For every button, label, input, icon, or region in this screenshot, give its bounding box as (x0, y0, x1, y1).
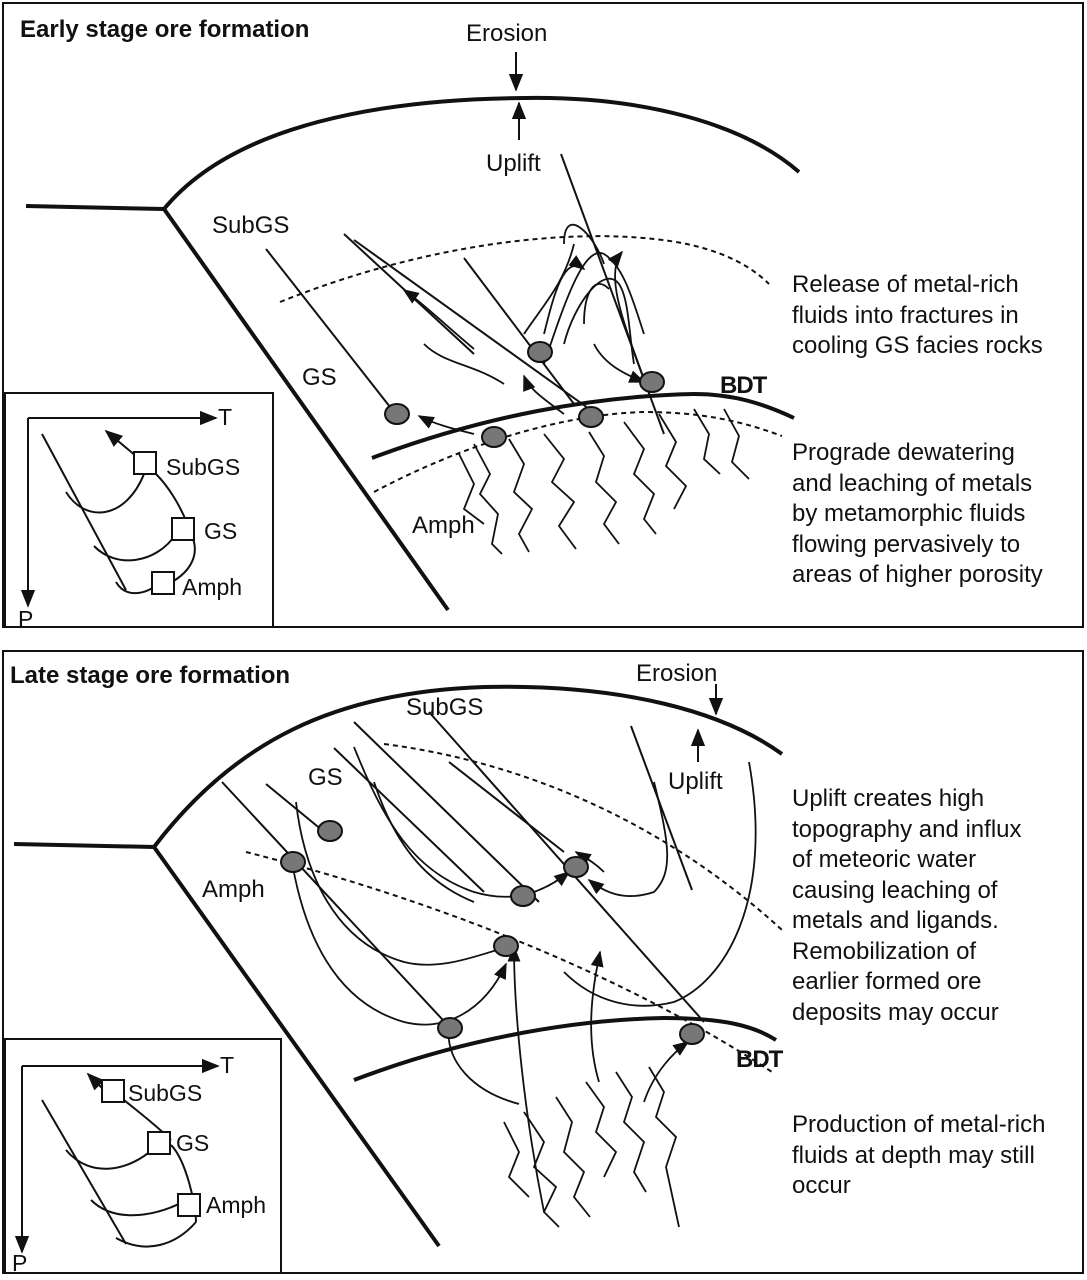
isograd-subgs-gs (383, 743, 783, 931)
text-line: earlier formed ore (792, 968, 982, 995)
deep-fluid-pathways (503, 1066, 680, 1228)
early-description-release: Release of metal-rich fluids into fractu… (792, 270, 1043, 362)
text-line: fluids at depth may still (792, 1141, 1035, 1169)
t-axis-label: T (220, 1052, 235, 1078)
early-pt-inset: T P SubGS GS Amph (4, 392, 274, 628)
late-stage-panel: Late stage ore formation Erosion Uplift … (2, 650, 1084, 1274)
amph-zone-label: Amph (202, 876, 265, 903)
isograd-subgs-gs (279, 235, 770, 303)
bdt-line (371, 391, 795, 460)
pt-path-diagram (14, 1058, 220, 1254)
gs-zone-label: GS (308, 764, 343, 791)
text-line: deposits may occur (792, 998, 999, 1026)
text-line: Prograde dewatering (792, 439, 1015, 466)
bdt-label: BDT (720, 372, 767, 399)
uplift-label: Uplift (486, 150, 541, 177)
late-description-production: Production of metal-rich fluids at depth… (792, 1110, 1045, 1202)
inset-subgs-label: SubGS (166, 454, 241, 480)
late-stage-diagram (13, 684, 784, 1248)
text-line: areas of higher porosity (792, 561, 1043, 588)
text-line: occur (792, 1172, 851, 1199)
text-line: Release of metal-rich (792, 271, 1019, 298)
early-stage-title: Early stage ore formation (20, 16, 310, 43)
text-line: by metamorphic fluids (792, 500, 1026, 527)
early-stage-panel: Early stage ore formation Erosion Uplift… (2, 2, 1084, 628)
text-line: Uplift creates high (792, 785, 985, 812)
text-line: metals and ligands. (792, 907, 999, 934)
amph-zone-label: Amph (412, 512, 475, 539)
isograd-gs-amph (373, 410, 783, 493)
late-stage-title: Late stage ore formation (10, 662, 291, 689)
fluid-paths (402, 223, 646, 435)
text-line: Production of metal-rich (792, 1111, 1046, 1138)
text-line: flowing pervasively to (792, 530, 1021, 558)
inset-amph-label: Amph (206, 1192, 267, 1218)
subgs-zone-label: SubGS (212, 212, 290, 239)
inset-amph-label: Amph (182, 574, 243, 600)
text-line: and leaching of metals (792, 469, 1033, 497)
erosion-label: Erosion (636, 660, 718, 687)
text-line: of meteoric water (792, 846, 977, 873)
inset-gs-label: GS (204, 518, 238, 544)
topographic-surface (162, 95, 801, 211)
gs-zone-label: GS (302, 364, 337, 391)
uplift-label: Uplift (668, 768, 723, 795)
pervasive-fluid-pathways (458, 408, 750, 555)
erosion-label: Erosion (466, 20, 548, 47)
p-axis-label: P (18, 606, 34, 628)
late-description-uplift: Uplift creates high topography and influ… (792, 784, 1022, 1028)
early-description-prograde: Prograde dewatering and leaching of meta… (792, 438, 1043, 591)
ore-deposits (280, 820, 705, 1045)
inset-gs-label: GS (176, 1130, 210, 1156)
text-line: Remobilization of (792, 937, 977, 965)
faults (265, 153, 665, 435)
text-line: topography and influx (792, 815, 1022, 843)
bdt-label: BDT (736, 1046, 783, 1073)
early-stage-diagram (25, 52, 801, 612)
bdt-line (353, 1015, 778, 1082)
inset-subgs-label: SubGS (128, 1080, 203, 1106)
topographic-surface (152, 684, 784, 849)
text-line: cooling GS facies rocks (792, 332, 1043, 359)
t-axis-label: T (218, 404, 233, 430)
ore-deposits (384, 341, 665, 448)
text-line: fluids into fractures in (792, 301, 1019, 329)
pt-path-diagram (20, 410, 218, 608)
late-pt-inset: T P SubGS GS Amph (4, 1038, 282, 1274)
p-axis-label: P (12, 1250, 28, 1274)
text-line: causing leaching of (792, 876, 998, 904)
subgs-zone-label: SubGS (406, 694, 484, 721)
fluid-paths (291, 746, 757, 1213)
